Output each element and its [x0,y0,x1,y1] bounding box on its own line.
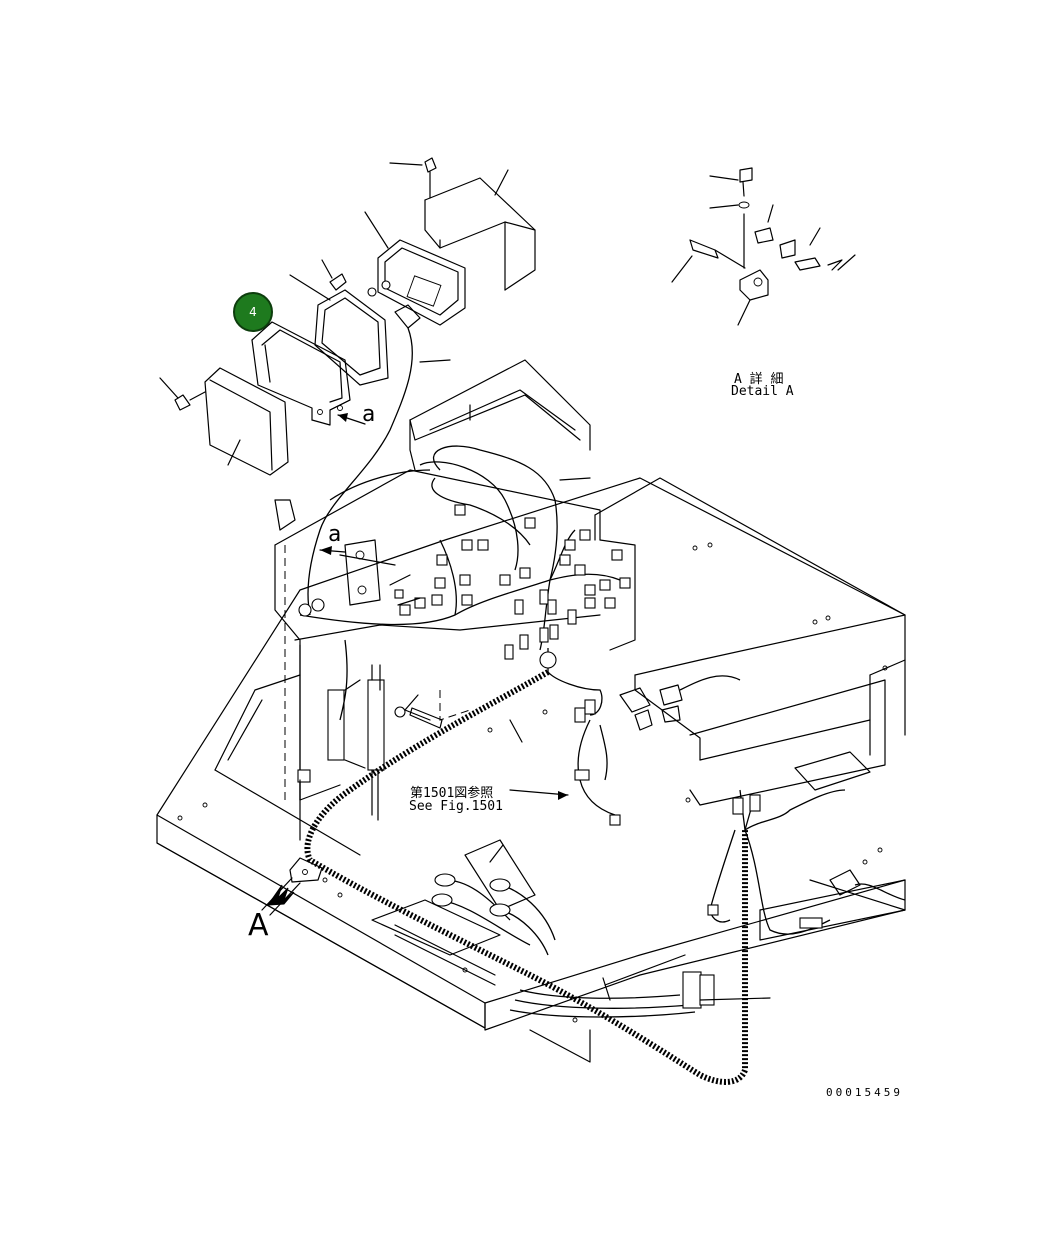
drawing-number: 00015459 [826,1086,903,1099]
bracket-a [289,857,323,883]
lower-switches [431,839,556,956]
view-label-a-small-2: a [328,522,342,547]
monitor-unit [307,211,466,616]
top-cover [389,157,536,291]
leader-lines [299,719,569,841]
side-cover-plate [159,367,289,476]
view-label-a-small-1: a [362,402,376,427]
see-figure-jp: 第1501図参照 [410,786,494,801]
see-figure-en: See Fig.1501 [409,799,503,814]
connector-cluster [574,675,741,826]
floor-plate [156,477,906,1063]
view-arrow-a [261,877,301,916]
view-label-a-big: A [248,908,269,943]
detail-title-jp: A 詳 細 [734,372,784,387]
detail-a-group [671,167,856,326]
relay-column [327,639,443,821]
main-harness [304,648,906,1085]
callout-badge-4[interactable]: 4 [233,292,273,332]
bracket-box [251,321,366,426]
console-wiring [297,445,631,783]
console-box [274,359,636,801]
detail-title-en: Detail A [731,384,794,399]
gasket-frame [289,259,389,386]
